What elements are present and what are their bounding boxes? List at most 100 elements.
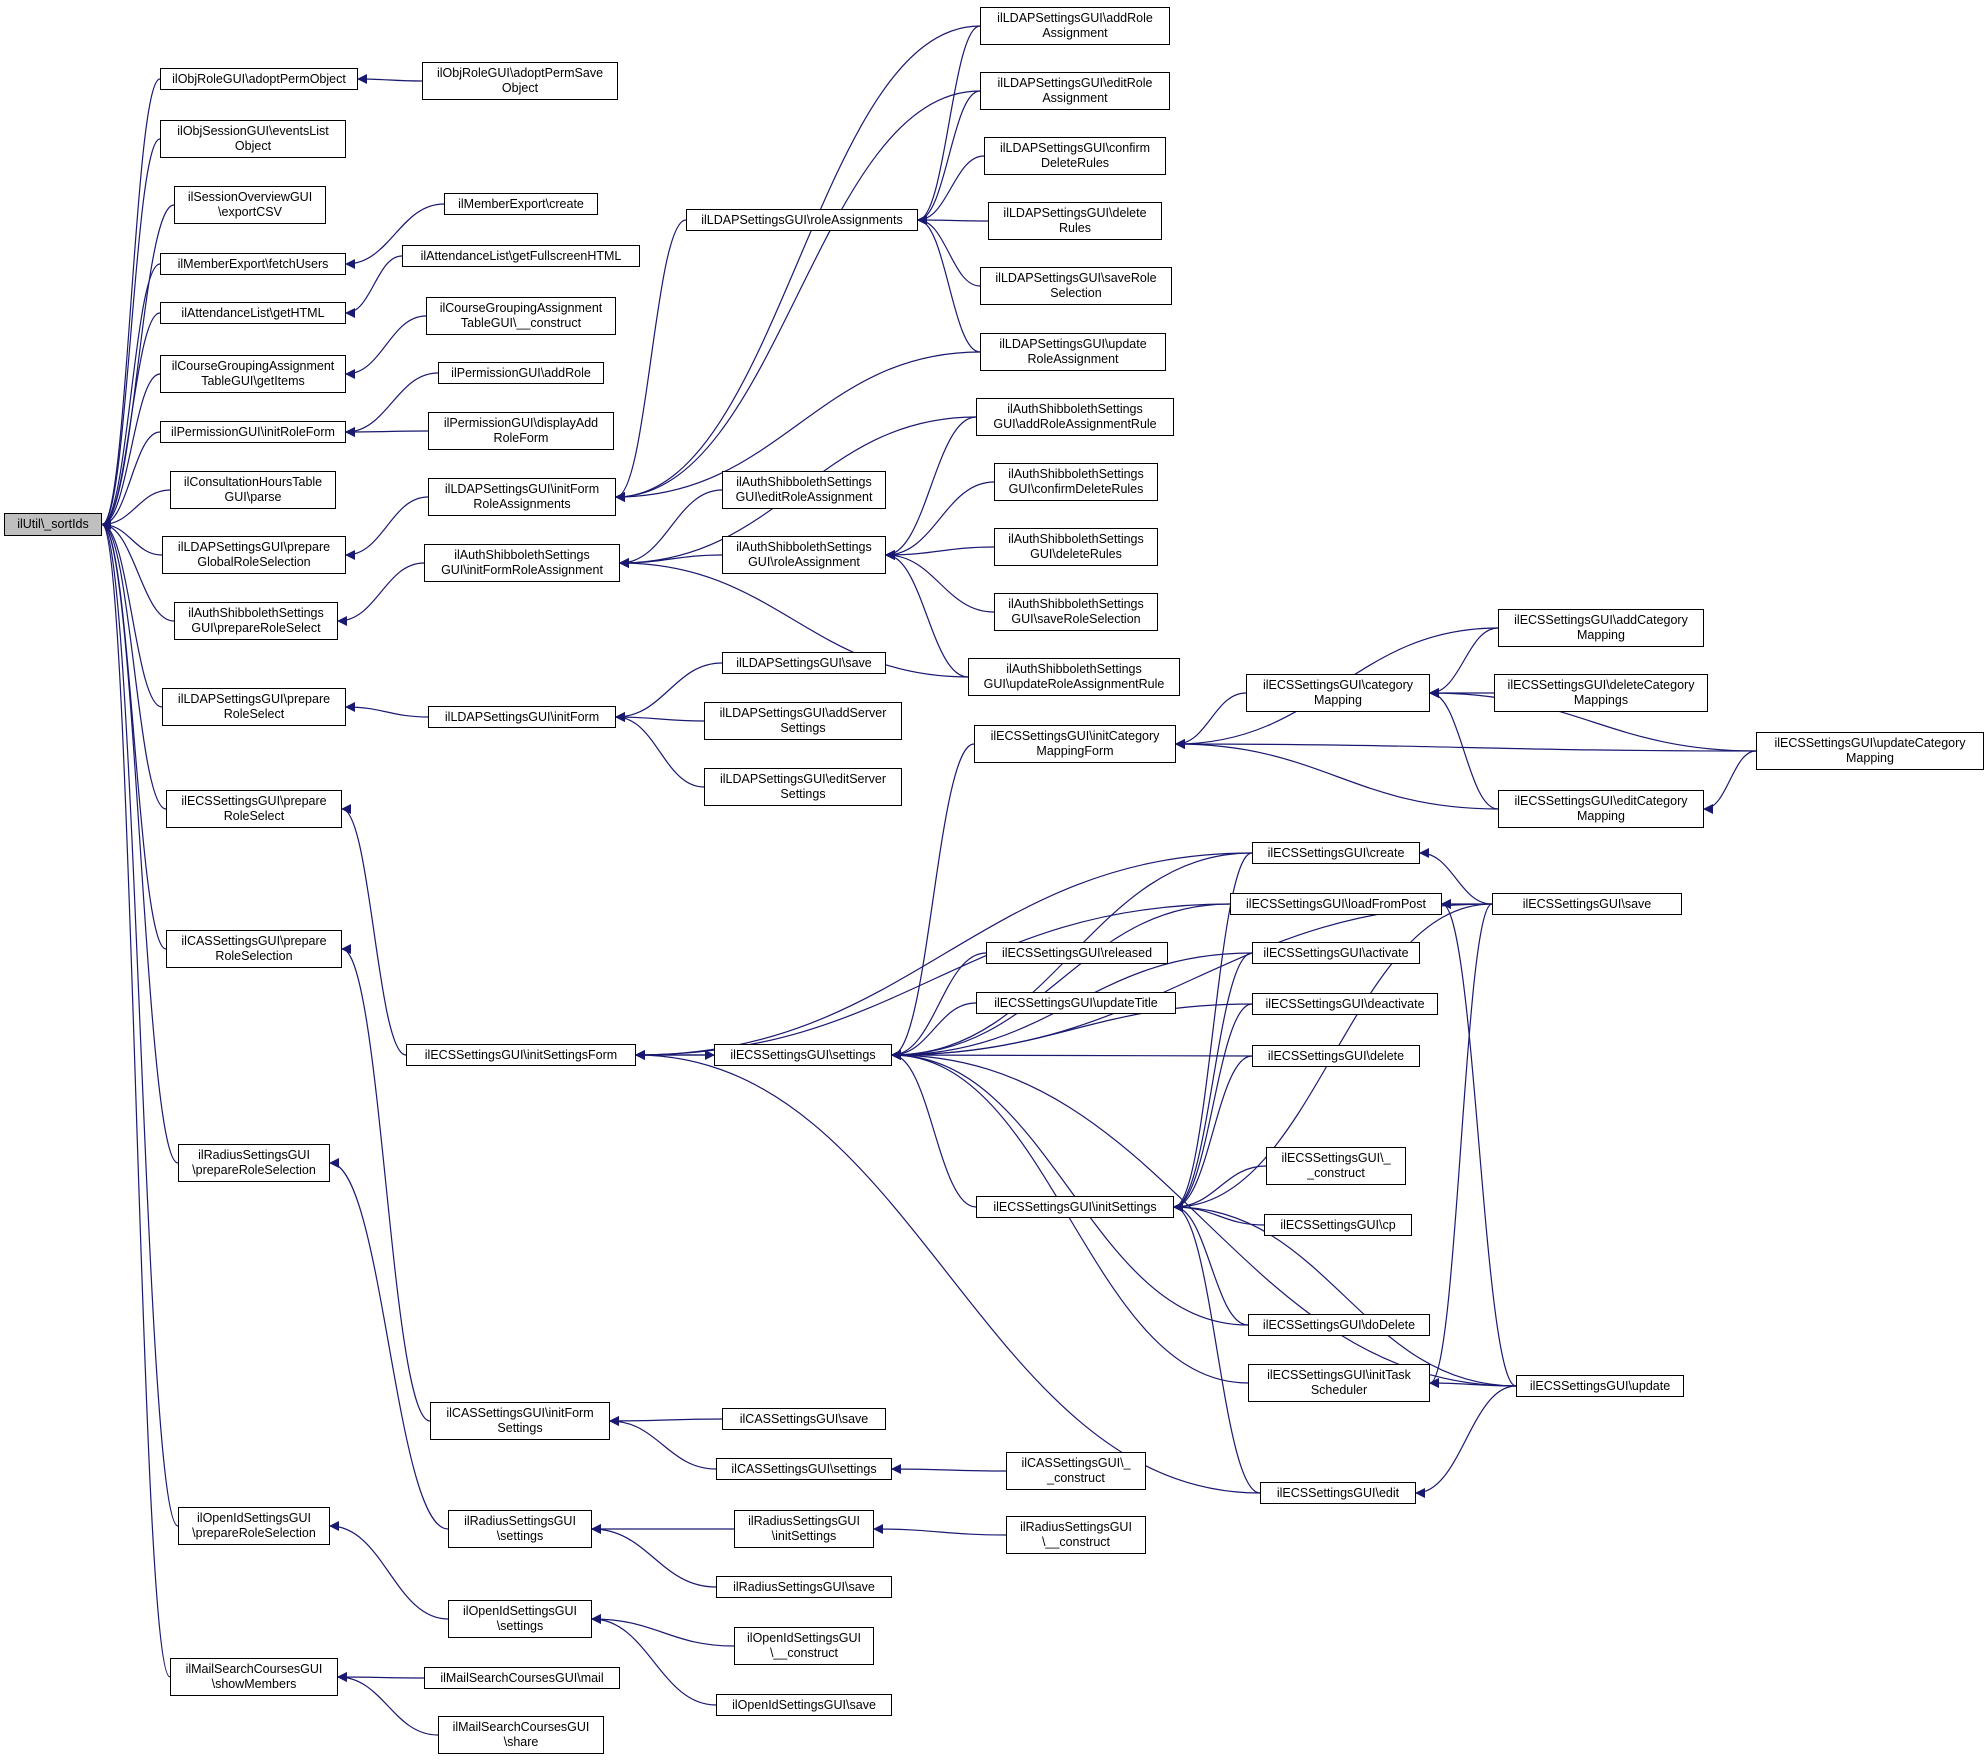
- node-ecs-construct[interactable]: ilECSSettingsGUI\_ _construct: [1266, 1147, 1406, 1185]
- edge-ldap-add-ra-to-ldap-init-form-ra: [615, 25, 981, 502]
- node-rad-prep[interactable]: ilRadiusSettingsGUI \prepareRoleSelectio…: [178, 1144, 330, 1182]
- node-shib-add-rule[interactable]: ilAuthShibbolethSettings GUI\addRoleAssi…: [976, 398, 1174, 436]
- node-ecs-upd-cat[interactable]: ilECSSettingsGUI\updateCategory Mapping: [1756, 732, 1984, 770]
- node-rad-construct[interactable]: ilRadiusSettingsGUI \__construct: [1006, 1516, 1146, 1554]
- edge-ldap-save-role-to-ldap-ra: [917, 215, 981, 287]
- root-node[interactable]: ilUtil\_sortIds: [4, 513, 102, 536]
- node-ecs-init-cat-form[interactable]: ilECSSettingsGUI\initCategory MappingFor…: [974, 725, 1176, 763]
- node-cas-settings[interactable]: ilCASSettingsGUI\settings: [716, 1458, 892, 1480]
- edge-ecs-update-to-ecs-edit: [1415, 1385, 1517, 1498]
- node-ldap-add-server[interactable]: ilLDAPSettingsGUI\addServer Settings: [704, 702, 902, 740]
- node-ldap-save[interactable]: ilLDAPSettingsGUI\save: [722, 652, 886, 674]
- node-ecs-cat-map[interactable]: ilECSSettingsGUI\category Mapping: [1246, 674, 1430, 712]
- node-mem-fetch[interactable]: ilMemberExport\fetchUsers: [160, 253, 346, 275]
- node-ecs-init-settings-form[interactable]: ilECSSettingsGUI\initSettingsForm: [406, 1044, 636, 1066]
- node-cg-construct[interactable]: ilCourseGroupingAssignment TableGUI\__co…: [426, 297, 616, 335]
- node-perm-display[interactable]: ilPermissionGUI\displayAdd RoleForm: [428, 412, 614, 450]
- node-ldap-init-form[interactable]: ilLDAPSettingsGUI\initForm: [428, 706, 616, 728]
- node-mem-create[interactable]: ilMemberExport\create: [444, 193, 598, 215]
- edge-ecs-load-post-to-ecs-init-settings-form: [635, 903, 1231, 1060]
- node-rad-save[interactable]: ilRadiusSettingsGUI\save: [716, 1576, 892, 1598]
- node-oid-construct[interactable]: ilOpenIdSettingsGUI \__construct: [734, 1627, 874, 1665]
- node-ldap-save-role[interactable]: ilLDAPSettingsGUI\saveRole Selection: [980, 267, 1172, 305]
- node-perm-init[interactable]: ilPermissionGUI\initRoleForm: [160, 421, 346, 443]
- node-mail-share[interactable]: ilMailSearchCoursesGUI \share: [438, 1716, 604, 1754]
- node-shib-conf-del[interactable]: ilAuthShibbolethSettings GUI\confirmDele…: [994, 463, 1158, 501]
- edge-ecs-do-delete-to-ecs-init-settings: [1173, 1202, 1249, 1326]
- node-shib-init-form[interactable]: ilAuthShibbolethSettings GUI\initFormRol…: [424, 544, 620, 582]
- edge-ldap-init-form-to-ldap-prep-role: [345, 702, 429, 718]
- node-ldap-ra[interactable]: ilLDAPSettingsGUI\roleAssignments: [686, 209, 918, 231]
- edge-ecs-edit-cat-to-ecs-cat-map: [1429, 688, 1499, 810]
- node-ldap-edit-server[interactable]: ilLDAPSettingsGUI\editServer Settings: [704, 768, 902, 806]
- node-oid-settings[interactable]: ilOpenIdSettingsGUI \settings: [448, 1600, 592, 1638]
- node-rad-settings[interactable]: ilRadiusSettingsGUI \settings: [448, 1510, 592, 1548]
- edge-ldap-init-form-ra-to-ldap-prep-global: [345, 496, 429, 560]
- edge-rad-settings-to-rad-prep: [329, 1158, 449, 1530]
- node-shib-del-rules[interactable]: ilAuthShibbolethSettings GUI\deleteRules: [994, 528, 1158, 566]
- node-mail-mail[interactable]: ilMailSearchCoursesGUI\mail: [424, 1667, 620, 1689]
- node-shib-edit-ra[interactable]: ilAuthShibbolethSettings GUI\editRoleAss…: [722, 471, 886, 509]
- edge-oid-construct-to-oid-settings: [591, 1614, 735, 1647]
- node-ldap-init-form-ra[interactable]: ilLDAPSettingsGUI\initForm RoleAssignmen…: [428, 478, 616, 516]
- node-ecs-settings[interactable]: ilECSSettingsGUI\settings: [714, 1044, 892, 1066]
- edge-ecs-add-cat-to-ecs-cat-map: [1429, 627, 1499, 698]
- node-consult[interactable]: ilConsultationHoursTable GUI\parse: [170, 471, 336, 509]
- node-cas-save[interactable]: ilCASSettingsGUI\save: [722, 1408, 886, 1430]
- node-ecs-update[interactable]: ilECSSettingsGUI\update: [1516, 1375, 1684, 1397]
- node-ecs-init-task[interactable]: ilECSSettingsGUI\initTask Scheduler: [1248, 1364, 1430, 1402]
- node-cas-init-form[interactable]: ilCASSettingsGUI\initForm Settings: [430, 1402, 610, 1440]
- node-ldap-conf-del[interactable]: ilLDAPSettingsGUI\confirm DeleteRules: [984, 137, 1166, 175]
- node-ldap-add-ra[interactable]: ilLDAPSettingsGUI\addRole Assignment: [980, 7, 1170, 45]
- node-rad-init[interactable]: ilRadiusSettingsGUI \initSettings: [734, 1510, 874, 1548]
- node-ecs-edit[interactable]: ilECSSettingsGUI\edit: [1260, 1482, 1416, 1504]
- node-ecs-cp[interactable]: ilECSSettingsGUI\cp: [1264, 1214, 1412, 1236]
- node-shib-upd-rule[interactable]: ilAuthShibbolethSettings GUI\updateRoleA…: [968, 658, 1180, 696]
- edge-ecs-update-to-ecs-load-post: [1441, 899, 1517, 1387]
- node-sess-events[interactable]: ilObjSessionGUI\eventsList Object: [160, 120, 346, 158]
- node-cg-items[interactable]: ilCourseGroupingAssignment TableGUI\getI…: [160, 355, 346, 393]
- node-ecs-save[interactable]: ilECSSettingsGUI\save: [1492, 893, 1682, 915]
- node-perm-add-role[interactable]: ilPermissionGUI\addRole: [438, 362, 604, 384]
- edge-ecs-update-to-ecs-init-settings: [1173, 1202, 1517, 1387]
- edge-ecs-activate-to-ecs-init-settings: [1173, 952, 1253, 1212]
- node-cas-prep[interactable]: ilCASSettingsGUI\prepare RoleSelection: [166, 930, 342, 968]
- node-ecs-del-cat[interactable]: ilECSSettingsGUI\deleteCategory Mappings: [1494, 674, 1708, 712]
- node-shib-prep[interactable]: ilAuthShibbolethSettings GUI\prepareRole…: [174, 602, 338, 640]
- node-ecs-create[interactable]: ilECSSettingsGUI\create: [1252, 842, 1420, 864]
- node-ecs-upd-title[interactable]: ilECSSettingsGUI\updateTitle: [976, 992, 1176, 1014]
- node-ecs-delete[interactable]: ilECSSettingsGUI\delete: [1252, 1045, 1420, 1067]
- node-ecs-add-cat[interactable]: ilECSSettingsGUI\addCategory Mapping: [1498, 609, 1704, 647]
- node-ldap-prep-role[interactable]: ilLDAPSettingsGUI\prepare RoleSelect: [162, 688, 346, 726]
- node-ecs-do-delete[interactable]: ilECSSettingsGUI\doDelete: [1248, 1314, 1430, 1336]
- node-mail-show[interactable]: ilMailSearchCoursesGUI \showMembers: [170, 1658, 338, 1696]
- node-att-html[interactable]: ilAttendanceList\getHTML: [160, 302, 346, 324]
- edge-ecs-prep-role-to-root: [101, 519, 167, 810]
- node-ldap-upd-ra[interactable]: ilLDAPSettingsGUI\update RoleAssignment: [980, 333, 1166, 371]
- node-adopt-perm-object[interactable]: ilObjRoleGUI\adoptPermObject: [160, 68, 358, 90]
- node-sess-overview[interactable]: ilSessionOverviewGUI \exportCSV: [174, 186, 326, 224]
- node-ecs-prep-role[interactable]: ilECSSettingsGUI\prepare RoleSelect: [166, 790, 342, 828]
- node-ecs-load-post[interactable]: ilECSSettingsGUI\loadFromPost: [1230, 893, 1442, 915]
- node-ldap-prep-global[interactable]: ilLDAPSettingsGUI\prepare GlobalRoleSele…: [162, 536, 346, 574]
- node-ecs-deactivate[interactable]: ilECSSettingsGUI\deactivate: [1252, 993, 1438, 1015]
- node-shib-ra[interactable]: ilAuthShibbolethSettings GUI\roleAssignm…: [722, 536, 886, 574]
- node-ldap-edit-ra[interactable]: ilLDAPSettingsGUI\editRole Assignment: [980, 72, 1170, 110]
- node-adopt-perm-save[interactable]: ilObjRoleGUI\adoptPermSave Object: [422, 62, 618, 100]
- edge-mail-mail-to-mail-show: [337, 1672, 425, 1683]
- edge-cas-construct-to-cas-settings: [891, 1464, 1007, 1475]
- node-oid-save[interactable]: ilOpenIdSettingsGUI\save: [716, 1694, 892, 1716]
- node-ecs-edit-cat[interactable]: ilECSSettingsGUI\editCategory Mapping: [1498, 790, 1704, 828]
- node-shib-save-role[interactable]: ilAuthShibbolethSettings GUI\saveRoleSel…: [994, 593, 1158, 631]
- node-att-full[interactable]: ilAttendanceList\getFullscreenHTML: [402, 245, 640, 267]
- edge-ldap-ra-to-ldap-init-form-ra: [615, 219, 687, 502]
- edge-ecs-save-to-ecs-create: [1419, 848, 1493, 905]
- node-ecs-init-settings[interactable]: ilECSSettingsGUI\initSettings: [976, 1196, 1174, 1218]
- node-oid-prep[interactable]: ilOpenIdSettingsGUI \prepareRoleSelectio…: [178, 1507, 330, 1545]
- edge-ldap-del-rules-to-ldap-ra: [917, 215, 989, 226]
- node-ecs-released[interactable]: ilECSSettingsGUI\released: [986, 942, 1168, 964]
- node-cas-construct[interactable]: ilCASSettingsGUI\_ _construct: [1006, 1452, 1146, 1490]
- node-ecs-activate[interactable]: ilECSSettingsGUI\activate: [1252, 942, 1420, 964]
- node-ldap-del-rules[interactable]: ilLDAPSettingsGUI\delete Rules: [988, 202, 1162, 240]
